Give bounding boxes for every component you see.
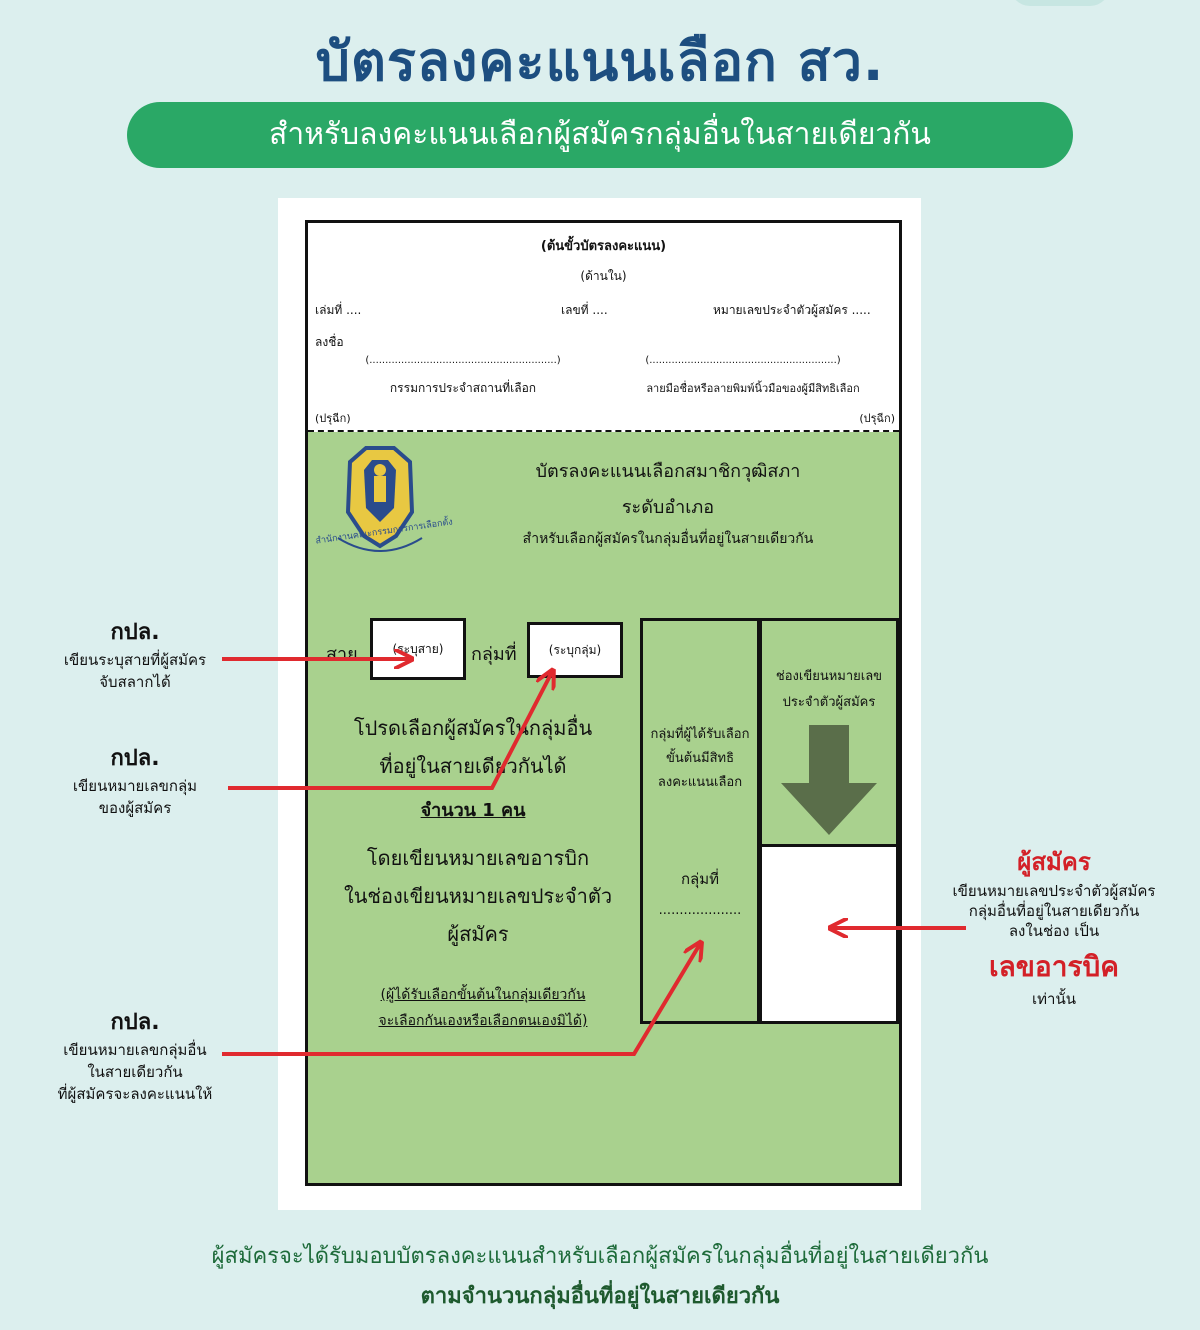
annotation-other-text1: เขียนหมายเลขกลุ่มอื่น — [63, 1041, 207, 1059]
instruction-4: ในช่องเขียนหมายเลขประจำตัว — [343, 884, 613, 908]
stub-book-no: เล่มที่ .... — [315, 303, 362, 317]
annotation-candidate-text3: ลงในช่อง เป็น — [1008, 922, 1100, 940]
stub-candidate-no: หมายเลขประจำตัวผู้สมัคร ..... — [713, 303, 871, 317]
annotation-other-text3: ที่ผู้สมัครจะลงคะแนนให้ — [57, 1085, 213, 1103]
group-label: กลุ่มที่ — [471, 644, 517, 665]
col-right-line2: ประจำตัวผู้สมัคร — [782, 695, 876, 710]
col-left-line2: ขั้นต้นมีสิทธิ — [665, 751, 735, 766]
col-left-line1: กลุ่มที่ผู้ได้รับเลือก — [650, 727, 750, 742]
stub-blank-right: (.......................................… — [645, 355, 841, 366]
annotation-line-text1: เขียนระบุสายที่ผู้สมัคร — [63, 651, 207, 669]
stub-seal-right: (ปรุฉีก) — [859, 412, 895, 425]
corner-decoration — [1010, 0, 1110, 6]
page-title: บัตรลงคะแนนเลือก สว. — [315, 30, 885, 93]
eligible-group-column: กลุ่มที่ผู้ได้รับเลือก ขั้นต้นมีสิทธิ ลง… — [640, 618, 760, 1024]
instruction-1: โปรดเลือกผู้สมัครในกลุ่มอื่น — [353, 716, 593, 740]
col-left-line3: ลงคะแนนเลือก — [657, 775, 743, 790]
stub-voter-sign: ลายมือชื่อหรือลายพิมพ์นิ้วมือของผู้มีสิท… — [646, 382, 860, 395]
vote-count: จำนวน 1 คน — [420, 800, 526, 821]
stub-number: เลขที่ .... — [561, 303, 608, 317]
annotation-candidate-text1: เขียนหมายเลขประจำตัวผู้สมัคร — [952, 882, 1156, 900]
stub-blank-left: (.......................................… — [365, 355, 561, 366]
col-right-line1: ช่องเขียนหมายเลข — [775, 669, 883, 684]
instruction-3: โดยเขียนหมายเลขอารบิก — [366, 846, 590, 870]
instruction-2: ที่อยู่ในสายเดียวกันได้ — [379, 754, 567, 778]
ballot-purpose: สำหรับเลือกผู้สมัครในกลุ่มอื่นที่อยู่ในส… — [522, 531, 814, 547]
perforation-line — [308, 430, 899, 432]
annotation-candidate-text4: เท่านั้น — [1032, 990, 1076, 1008]
annotation-line-text2: จับสลากได้ — [99, 673, 171, 691]
group-write-field[interactable]: .................... — [658, 903, 742, 918]
ballot-level: ระดับอำเภอ — [621, 497, 715, 518]
stub-committee: กรรมการประจำสถานที่เลือก — [389, 381, 537, 395]
annotation-other-group: กปล. เขียนหมายเลขกลุ่มอื่น ในสายเดียวกัน… — [30, 1004, 240, 1105]
annotation-other-title: กปล. — [110, 1010, 160, 1035]
stub-inside: (ด้านใน) — [580, 269, 627, 283]
arrow-to-group-field — [222, 944, 700, 1056]
stub-seal-left: (ปรุฉีก) — [315, 412, 351, 425]
annotation-candidate: ผู้สมัคร เขียนหมายเลขประจำตัวผู้สมัคร กล… — [924, 842, 1184, 1009]
annotation-candidate-text2: กลุ่มอื่นที่อยู่ในสายเดียวกัน — [968, 902, 1140, 920]
annotation-group-text1: เขียนหมายเลขกลุ่ม — [72, 777, 198, 795]
annotation-candidate-title: ผู้สมัคร — [1017, 848, 1091, 876]
annotation-candidate-arabic: เลขอารบิค — [989, 950, 1119, 983]
candidate-number-header: ช่องเขียนหมายเลข ประจำตัวผู้สมัคร — [759, 618, 899, 850]
arrow-to-group-box — [228, 672, 552, 790]
instruction-5: ผู้สมัคร — [447, 922, 509, 946]
annotation-group-text2: ของผู้สมัคร — [98, 799, 172, 817]
down-arrow-icon — [781, 725, 877, 839]
ballot-stub: (ต้นขั้วบัตรลงคะแนน) (ด้านใน) เล่มที่ ..… — [308, 223, 899, 428]
footer-note: ผู้สมัครจะได้รับมอบบัตรลงคะแนนสำหรับเลือ… — [211, 1244, 989, 1269]
annotation-group-title: กปล. — [110, 746, 160, 771]
annotation-group: กปล. เขียนหมายเลขกลุ่ม ของผู้สมัคร — [30, 740, 240, 819]
annotation-other-text2: ในสายเดียวกัน — [87, 1063, 183, 1081]
ballot-title: บัตรลงคะแนนเลือกสมาชิกวุฒิสภา — [535, 461, 801, 482]
footer-emphasis: ตามจำนวนกลุ่มอื่นที่อยู่ในสายเดียวกัน — [420, 1284, 780, 1309]
note-2: จะเลือกกันเองหรือเลือกตนเองมิได้) — [378, 1013, 588, 1029]
note-1: (ผู้ได้รับเลือกขั้นต้นในกลุ่มเดียวกัน — [380, 987, 586, 1003]
line-input-box[interactable]: (ระบุสาย) — [370, 618, 466, 680]
stub-heading: (ต้นขั้วบัตรลงคะแนน) — [540, 239, 667, 254]
ect-emblem-icon — [330, 442, 430, 560]
stub-sign: ลงชื่อ — [315, 335, 344, 349]
subtitle-banner: สำหรับลงคะแนนเลือกผู้สมัครกลุ่มอื่นในสาย… — [127, 102, 1073, 168]
col-left-group: กลุ่มที่ — [680, 870, 720, 888]
annotation-line-title: กปล. — [110, 620, 160, 645]
annotation-line: กปล. เขียนระบุสายที่ผู้สมัคร จับสลากได้ — [30, 614, 240, 693]
